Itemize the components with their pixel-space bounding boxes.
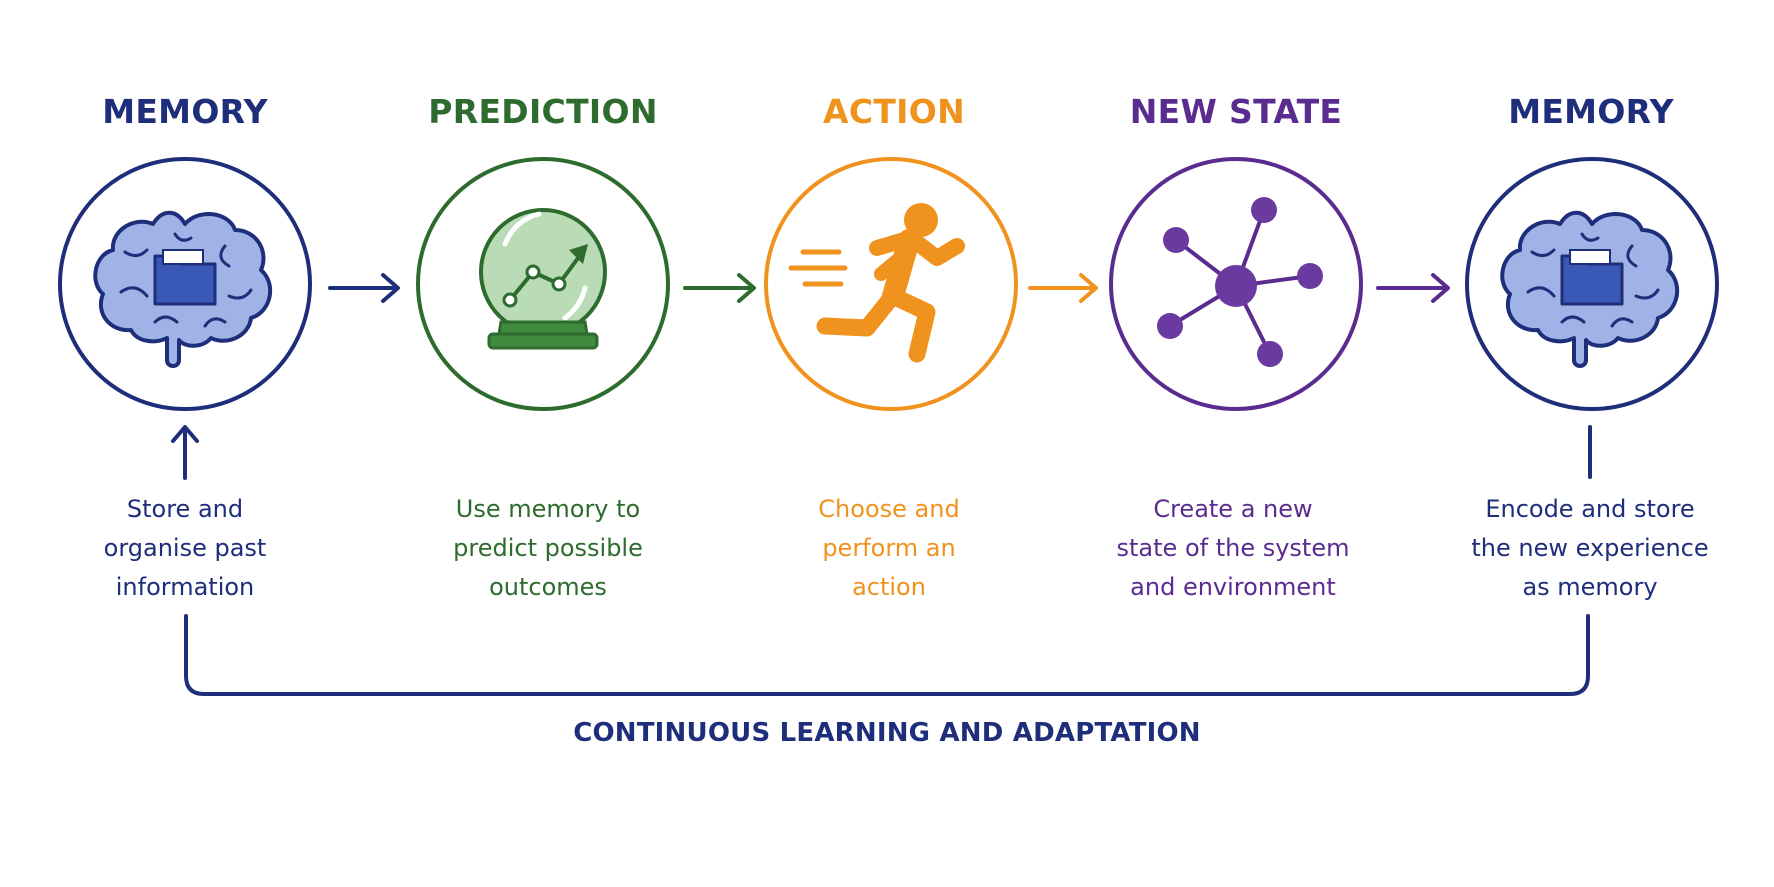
network-node-icon [1157,197,1323,367]
stage-description-action: Choose and perform an action [739,490,1039,607]
description-line: Create a new [1153,495,1313,523]
description-line: Choose and [818,495,960,523]
stage-description-memory: Store and organise past information [35,490,335,607]
description-line: the new experience [1471,534,1709,562]
stage-description-prediction: Use memory to predict possible outcomes [398,490,698,607]
description-line: information [115,573,255,601]
stage-title-memory: MEMORY [102,92,268,131]
crystal-ball-icon [479,208,607,350]
description-line: outcomes [489,573,607,601]
stage-title-memory-2: MEMORY [1508,92,1674,131]
description-line: state of the system [1116,534,1350,562]
stage-title-prediction: PREDICTION [428,92,658,131]
stage-title-new-state: NEW STATE [1129,92,1343,131]
arrow-up-to-memory [171,425,199,480]
stage-description-memory-2: Encode and store the new experience as m… [1440,490,1740,607]
description-line: Encode and store [1485,495,1695,523]
description-line: organise past [103,534,267,562]
description-line: Use memory to [455,495,641,523]
running-person-icon [788,203,965,363]
description-line: and environment [1130,573,1336,601]
arrow-new-state-to-memory [1376,273,1450,303]
description-line: perform an [822,534,956,562]
arrow-memory-to-prediction [328,273,400,303]
description-line: as memory [1522,573,1658,601]
arrow-prediction-to-action [683,273,756,303]
loop-label: CONTINUOUS LEARNING AND ADAPTATION [573,718,1201,748]
description-line: Store and [126,495,244,523]
description-line: action [852,573,926,601]
feedback-loop-line [184,614,1590,696]
arrow-action-to-new-state [1028,273,1098,303]
description-line: predict possible [453,534,643,562]
stage-description-new-state: Create a new state of the system and env… [1083,490,1383,607]
stage-title-action: ACTION [822,92,966,131]
